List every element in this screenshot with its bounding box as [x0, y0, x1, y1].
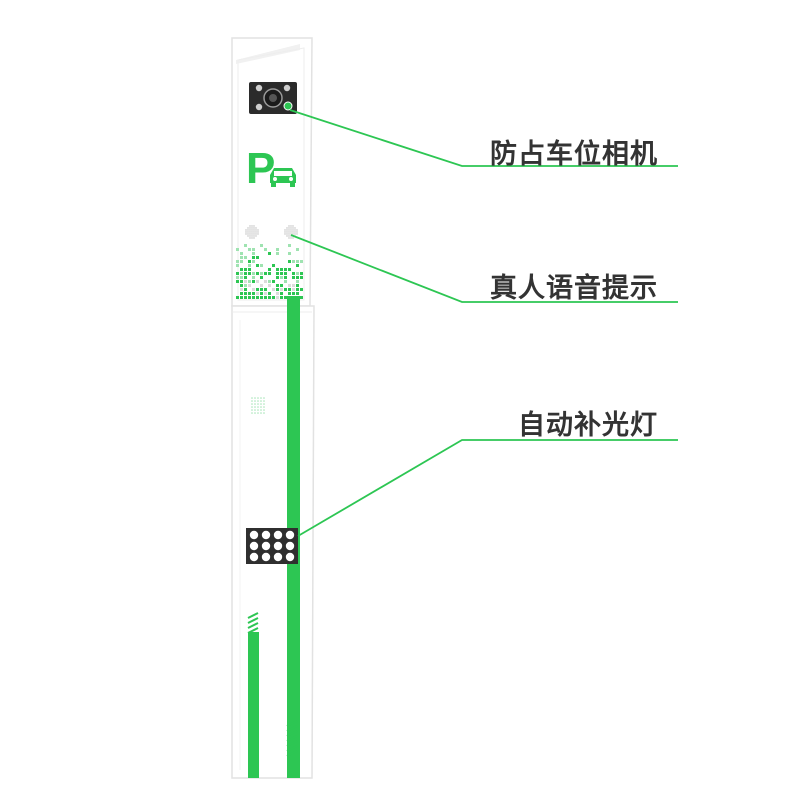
- callout-line-camera: [289, 109, 678, 167]
- callout-label-voice: 真人语音提示: [490, 273, 658, 304]
- parking-p-car-icon: P: [246, 144, 296, 193]
- callout-label-camera: 防占车位相机: [490, 139, 658, 170]
- callout-line-light: [297, 439, 678, 537]
- pixel-gradient-pattern: [236, 244, 303, 299]
- parking-letter: P: [246, 144, 275, 193]
- callout-line-voice: [290, 234, 678, 303]
- hatch-decoration-right: [286, 720, 298, 757]
- green-stripe-lower-left: [248, 632, 259, 778]
- camera-module-icon: [249, 82, 297, 114]
- pillar-head-inner: [237, 47, 305, 301]
- callout-label-light: 自动补光灯: [518, 410, 658, 441]
- vent-dots: [251, 397, 265, 414]
- hatch-decoration-left: [247, 612, 259, 634]
- led-fill-light-icon: [246, 528, 298, 564]
- pillar-top-bevel: [236, 44, 300, 64]
- callout-lines: [289, 109, 678, 537]
